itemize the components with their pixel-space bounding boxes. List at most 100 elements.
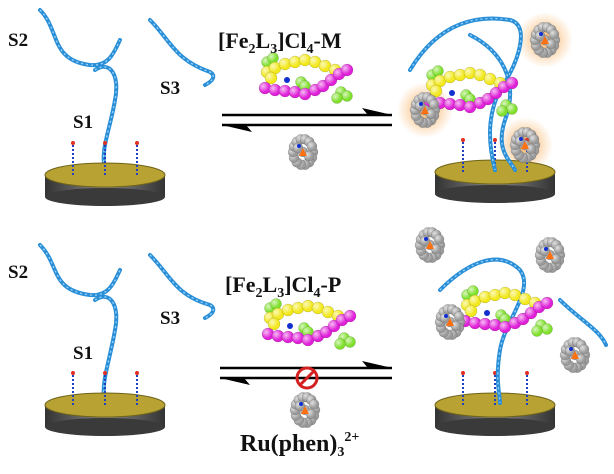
atom-shine <box>272 308 284 320</box>
atom-shine <box>454 69 466 81</box>
atom-shine <box>302 300 314 312</box>
bound-strand-1-bases <box>409 17 522 171</box>
reverse-arrowhead <box>220 378 250 385</box>
atom-shine <box>464 101 476 113</box>
ligand-green <box>426 65 518 117</box>
nitrogen <box>569 347 573 351</box>
label-part: ]Cl <box>277 28 307 53</box>
atom-shine <box>528 134 539 145</box>
label-sub: 4 <box>313 286 321 301</box>
atom-shine <box>451 321 461 331</box>
strand-label-s1: S1 <box>73 343 94 364</box>
electrode-bottom <box>435 185 555 203</box>
nitrogen <box>539 32 543 36</box>
atom-shine <box>299 54 311 66</box>
atom-shine <box>341 64 353 76</box>
gold-electrode <box>434 138 556 203</box>
linker-end <box>493 138 497 142</box>
strand-label-s1: S1 <box>73 112 94 133</box>
ruthenium-center <box>541 36 549 44</box>
complex-label-p: [Fe2L3]Cl4-P <box>225 272 341 302</box>
atom-shine <box>444 98 456 110</box>
prohibit-icon <box>295 366 319 390</box>
atom-shine <box>270 298 282 310</box>
atom-shine <box>299 88 311 100</box>
atom-shine <box>272 330 284 342</box>
ruthenium-center <box>421 106 429 114</box>
linker-end <box>103 141 107 145</box>
ligand-magenta <box>458 296 554 334</box>
free-ru <box>534 237 566 273</box>
label-sub: 2 <box>255 286 263 301</box>
iron-center <box>287 323 293 329</box>
linker-end <box>71 371 75 375</box>
atom-shine <box>444 71 456 83</box>
strand-s2-bases <box>39 9 121 66</box>
atom-shine <box>474 69 486 81</box>
label-part: [Fe <box>218 28 249 53</box>
atom-shine <box>467 285 479 297</box>
atom-shine <box>479 318 491 330</box>
nitrogen <box>544 247 548 251</box>
atom-shine <box>312 302 324 314</box>
ligand-yellow <box>425 66 507 98</box>
electrode-bottom <box>45 188 165 206</box>
atom-shine <box>526 144 536 154</box>
atom-shine <box>553 244 564 255</box>
linker-end <box>135 141 139 145</box>
atom-shine <box>479 291 491 303</box>
ligand-yellow <box>460 286 542 318</box>
strand-s1 <box>93 64 119 172</box>
atom-shine <box>541 323 553 335</box>
strand-label-s2: S2 <box>8 30 29 51</box>
atom-shine <box>454 99 466 111</box>
ruthenium-center <box>301 406 309 414</box>
nitrogen <box>419 102 423 106</box>
atom-shine <box>282 331 294 343</box>
iron-center <box>484 310 490 316</box>
nitrogen <box>424 237 428 241</box>
electrode-bottom <box>435 418 555 436</box>
atom-shine <box>308 399 319 410</box>
atom-shine <box>304 151 314 161</box>
iron-center <box>449 90 455 96</box>
atom-shine <box>319 60 331 72</box>
atom-shine <box>546 39 556 49</box>
atom-shine <box>453 311 464 322</box>
atom-shine <box>344 336 356 348</box>
gold-electrode <box>434 371 556 436</box>
probe-label: Ru(phen)32+ <box>240 430 359 461</box>
bound-ru <box>409 92 441 128</box>
atom-shine <box>334 338 346 350</box>
atom-shine <box>265 72 277 84</box>
strand-s3-bases <box>149 19 214 86</box>
gold-electrode <box>44 141 166 206</box>
nitrogen <box>297 144 301 148</box>
atom-shine <box>433 234 444 245</box>
atom-shine <box>259 82 271 94</box>
ligand-magenta <box>258 63 354 101</box>
complex-label-m: [Fe2L3]Cl4-M <box>218 28 342 58</box>
label-part: L <box>255 28 271 53</box>
iron-center <box>284 77 290 83</box>
atom-shine <box>282 304 294 316</box>
reverse-arrowhead <box>222 125 252 132</box>
atom-shine <box>519 293 531 305</box>
atom-shine <box>289 86 301 98</box>
atom-shine <box>541 297 553 309</box>
free-strand <box>558 298 608 347</box>
forward-arrowhead <box>362 361 392 368</box>
atom-shine <box>469 295 481 307</box>
strand-s1-bases <box>94 296 117 403</box>
label-sup: 2+ <box>344 430 360 445</box>
ruthenium-center <box>446 318 454 326</box>
atom-shine <box>531 325 543 337</box>
atom-shine <box>341 90 353 102</box>
electrode-bottom <box>45 418 165 436</box>
label-part: L <box>262 272 278 297</box>
atom-shine <box>292 332 304 344</box>
bound-ru <box>529 22 561 58</box>
atom-shine <box>506 103 518 115</box>
label-sub: 3 <box>270 42 278 57</box>
strand-label-s3: S3 <box>160 78 181 99</box>
